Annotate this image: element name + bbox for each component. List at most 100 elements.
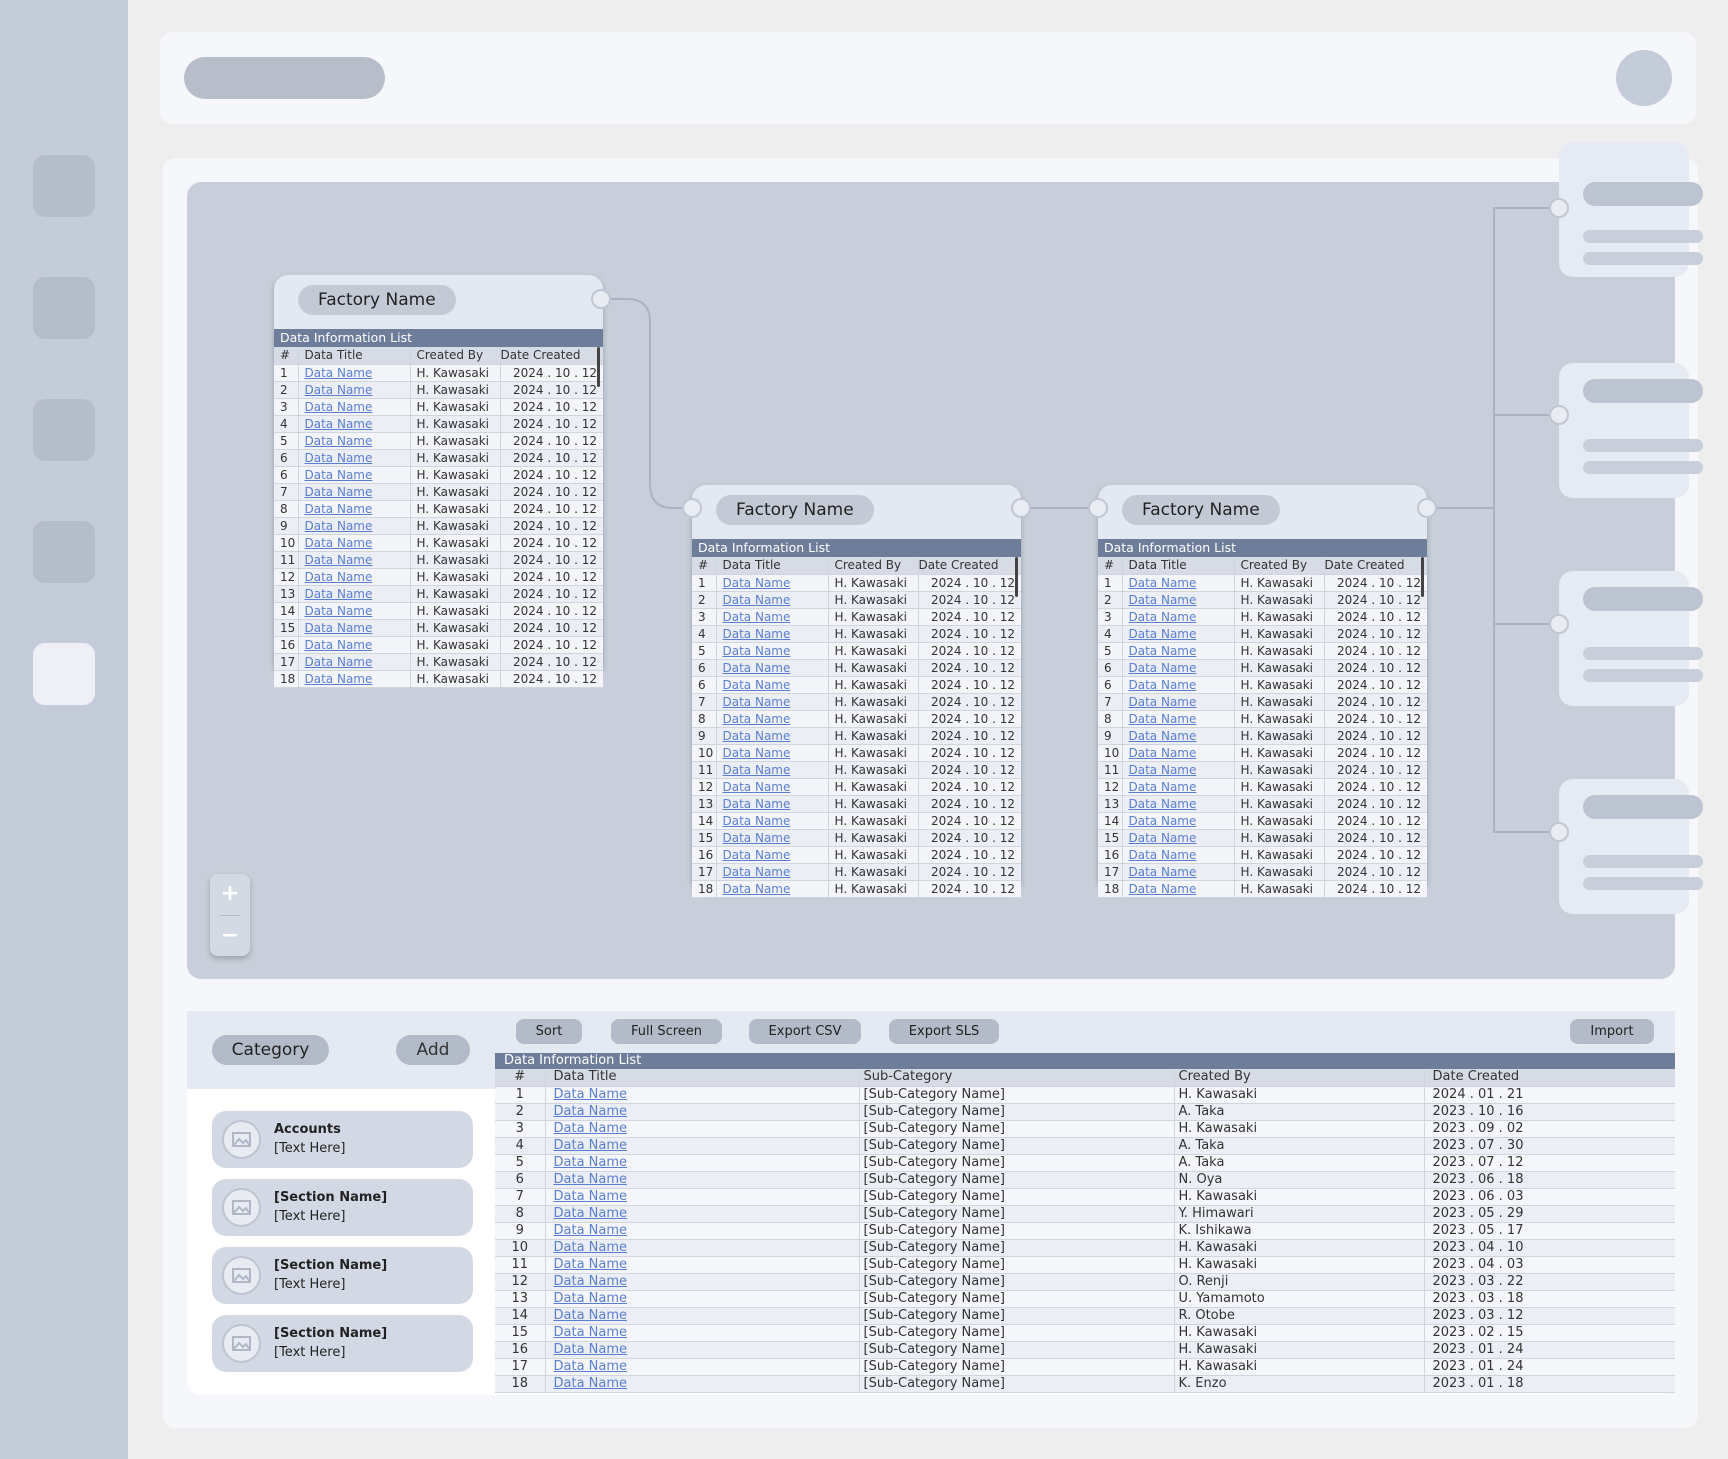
data-link[interactable]: Data Name: [304, 450, 373, 465]
input-port[interactable]: [1549, 822, 1569, 842]
zoom-out-button[interactable]: −: [220, 923, 240, 948]
column-header[interactable]: Data Title: [298, 347, 411, 365]
data-link[interactable]: Data Name: [722, 864, 791, 879]
data-link[interactable]: Data Name: [553, 1188, 628, 1204]
category-item[interactable]: [Section Name] [Text Here]: [212, 1315, 473, 1372]
data-link[interactable]: Data Name: [722, 728, 791, 743]
data-link[interactable]: Data Name: [304, 382, 373, 397]
data-link[interactable]: Data Name: [722, 847, 791, 862]
data-link[interactable]: Data Name: [722, 711, 791, 726]
data-link[interactable]: Data Name: [1128, 626, 1197, 641]
data-link[interactable]: Data Name: [1128, 728, 1197, 743]
data-link[interactable]: Data Name: [304, 484, 373, 499]
data-link[interactable]: Data Name: [722, 575, 791, 590]
data-link[interactable]: Data Name: [1128, 796, 1197, 811]
data-link[interactable]: Data Name: [553, 1137, 628, 1153]
data-link[interactable]: Data Name: [1128, 881, 1197, 896]
full-screen-button[interactable]: Full Screen: [611, 1019, 722, 1044]
data-link[interactable]: Data Name: [553, 1324, 628, 1340]
column-header[interactable]: Created By: [1234, 557, 1325, 575]
import-button[interactable]: Import: [1570, 1019, 1654, 1044]
data-link[interactable]: Data Name: [1128, 847, 1197, 862]
column-header[interactable]: #: [692, 557, 717, 575]
input-port[interactable]: [1549, 614, 1569, 634]
column-header[interactable]: Date Created: [1324, 557, 1427, 575]
column-header[interactable]: Date Created: [1424, 1069, 1675, 1087]
data-link[interactable]: Data Name: [722, 626, 791, 641]
column-header[interactable]: Created By: [1174, 1069, 1425, 1087]
data-link[interactable]: Data Name: [1128, 745, 1197, 760]
data-link[interactable]: Data Name: [1128, 660, 1197, 675]
data-link[interactable]: Data Name: [304, 586, 373, 601]
data-link[interactable]: Data Name: [553, 1120, 628, 1136]
column-header[interactable]: #: [1098, 557, 1123, 575]
data-link[interactable]: Data Name: [304, 518, 373, 533]
data-link[interactable]: Data Name: [304, 416, 373, 431]
data-link[interactable]: Data Name: [722, 694, 791, 709]
data-link[interactable]: Data Name: [722, 592, 791, 607]
data-link[interactable]: Data Name: [722, 881, 791, 896]
data-link[interactable]: Data Name: [553, 1154, 628, 1170]
column-header[interactable]: Created By: [410, 347, 501, 365]
data-link[interactable]: Data Name: [304, 433, 373, 448]
data-link[interactable]: Data Name: [1128, 643, 1197, 658]
factory-node-1[interactable]: Factory Name Data Information List #Data…: [274, 275, 603, 688]
category-item[interactable]: Accounts [Text Here]: [212, 1111, 473, 1168]
data-link[interactable]: Data Name: [722, 813, 791, 828]
category-item[interactable]: [Section Name] [Text Here]: [212, 1247, 473, 1304]
data-link[interactable]: Data Name: [304, 552, 373, 567]
data-link[interactable]: Data Name: [722, 779, 791, 794]
input-port[interactable]: [682, 498, 702, 518]
data-link[interactable]: Data Name: [1128, 609, 1197, 624]
data-link[interactable]: Data Name: [553, 1086, 628, 1102]
data-link[interactable]: Data Name: [722, 643, 791, 658]
sidebar-item-3[interactable]: [33, 399, 95, 461]
data-link[interactable]: Data Name: [304, 671, 373, 686]
data-link[interactable]: Data Name: [1128, 694, 1197, 709]
data-link[interactable]: Data Name: [722, 745, 791, 760]
column-header[interactable]: Data Title: [716, 557, 829, 575]
zoom-in-button[interactable]: +: [220, 881, 240, 906]
column-header[interactable]: #: [495, 1069, 546, 1087]
data-link[interactable]: Data Name: [553, 1256, 628, 1272]
sidebar-item-4[interactable]: [33, 521, 95, 583]
data-link[interactable]: Data Name: [304, 654, 373, 669]
data-link[interactable]: Data Name: [304, 501, 373, 516]
column-header[interactable]: Data Title: [1122, 557, 1235, 575]
